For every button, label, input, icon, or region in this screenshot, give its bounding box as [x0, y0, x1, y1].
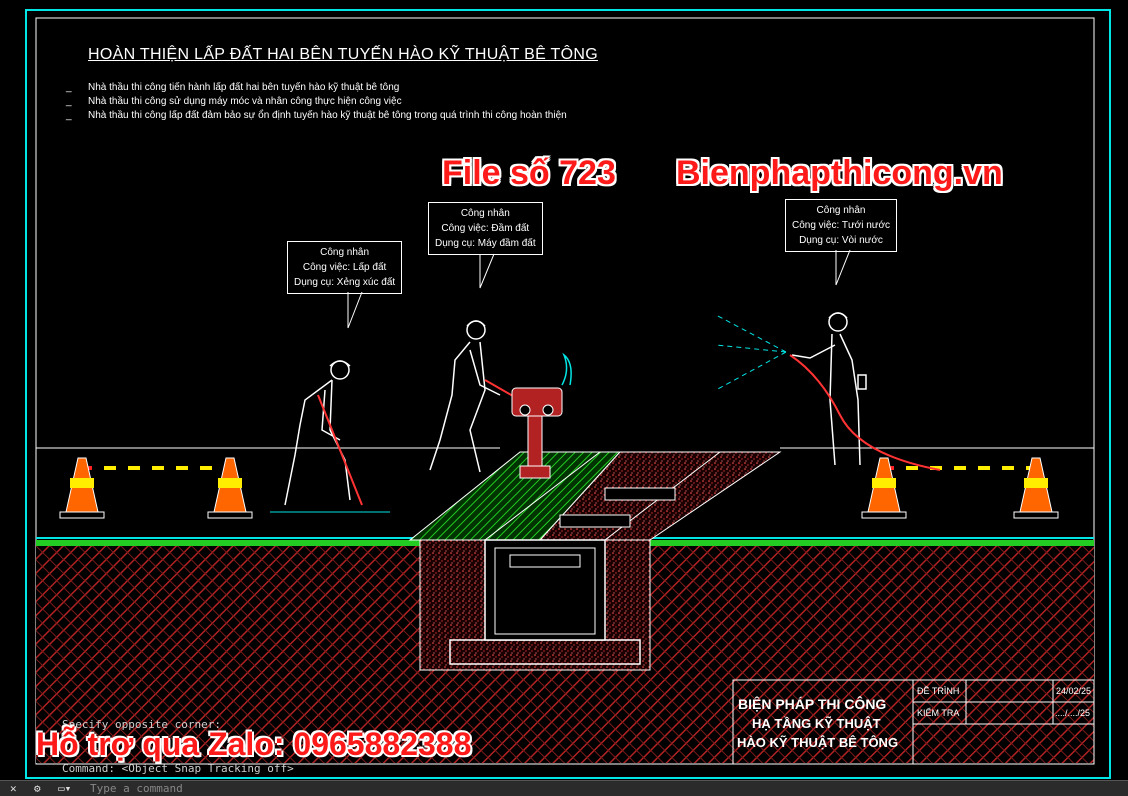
title-block-check-date: ..../..../25	[1055, 708, 1091, 718]
drawing-title: HOÀN THIỆN LẤP ĐẤT HAI BÊN TUYẾN HÀO KỸ …	[88, 46, 598, 63]
title-block-check-label: KIỂM TRA	[917, 708, 960, 718]
barrier-right	[861, 457, 1059, 519]
title-block	[732, 679, 1095, 765]
pipe-1	[509, 554, 581, 568]
watermark-file-number: File số 723	[442, 154, 616, 192]
callout-1-task: Công việc: Lấp đất	[302, 262, 387, 273]
note-2: Nhà thầu thi công sử dụng máy móc và nhâ…	[88, 96, 402, 107]
callout-1-tool: Dụng cụ: Xẻng xúc đất	[294, 277, 396, 288]
close-icon[interactable]: ✕	[10, 782, 17, 795]
command-history-2: Command: <Object Snap Tracking off>	[62, 762, 294, 775]
worker-shoveling	[270, 360, 390, 513]
callout-worker-compact: Công nhân Công việc: Đầm đất Dụng cụ: Má…	[428, 202, 543, 255]
wrench-icon[interactable]: ⚙	[34, 782, 41, 795]
note-1: Nhà thầu thi công tiến hành lấp đất hai …	[88, 82, 400, 93]
worker-watering	[791, 312, 867, 466]
note-3: Nhà thầu thi công lấp đất đảm bảo sự ổn …	[88, 110, 567, 121]
callout-3-role: Công nhân	[816, 205, 866, 216]
callout-worker-water: Công nhân Công việc: Tưới nước Dụng cụ: …	[785, 199, 898, 252]
command-bar[interactable]: ✕ ⚙ ▭▾ Type a command	[0, 780, 1128, 796]
title-block-line3: HÀO KỸ THUẬT BÊ TÔNG	[737, 735, 899, 750]
command-history-1: Specify opposite corner:	[62, 718, 221, 731]
watermark-site: Bienphapthicong.vn	[676, 154, 1003, 192]
callout-3-tool: Dụng cụ: Vòi nước	[799, 235, 883, 246]
title-block-submit-date: 24/02/25	[1056, 686, 1092, 696]
note-bullet-3: _	[66, 110, 72, 121]
callout-2-pointer	[479, 253, 495, 289]
callout-3-task: Công việc: Tưới nước	[792, 220, 891, 231]
callout-2-role: Công nhân	[460, 208, 510, 219]
title-block-line2: HẠ TẦNG KỸ THUẬT	[752, 716, 881, 731]
callout-2-tool: Dụng cụ: Máy đầm đất	[435, 238, 536, 249]
callout-3-pointer	[835, 249, 851, 286]
inner-frame	[35, 17, 1095, 765]
grass-right	[650, 540, 1094, 546]
callout-2-task: Công việc: Đầm đất	[441, 223, 530, 234]
title-block-line1: BIỆN PHÁP THI CÔNG	[738, 696, 887, 712]
concrete-trench-box	[484, 539, 606, 641]
trench-inner-wall	[494, 547, 596, 635]
worker-compacting	[429, 320, 501, 473]
grass-left	[36, 540, 420, 546]
outer-frame	[25, 9, 1111, 779]
compactor-machine	[484, 352, 572, 479]
watermark-zalo: Hỗ trợ qua Zalo: 0965882388	[36, 726, 472, 762]
barrier-left	[59, 457, 253, 519]
note-bullet-2: _	[66, 96, 72, 107]
callout-worker-backfill: Công nhân Công việc: Lấp đất Dụng cụ: Xẻ…	[287, 241, 403, 294]
command-menu-icon[interactable]: ▭▾	[58, 782, 72, 795]
pipe-2	[559, 514, 631, 528]
callout-1-pointer	[347, 291, 363, 329]
command-input[interactable]: Type a command	[90, 782, 183, 795]
water-spray	[715, 314, 787, 391]
trench-wall-persp-1	[484, 451, 601, 541]
water-hose	[789, 354, 941, 471]
title-block-submit-label: ĐỀ TRÌNH	[917, 686, 960, 696]
note-bullet-1: _	[66, 82, 72, 93]
pipe-3	[604, 487, 676, 501]
callout-1-role: Công nhân	[320, 247, 370, 258]
